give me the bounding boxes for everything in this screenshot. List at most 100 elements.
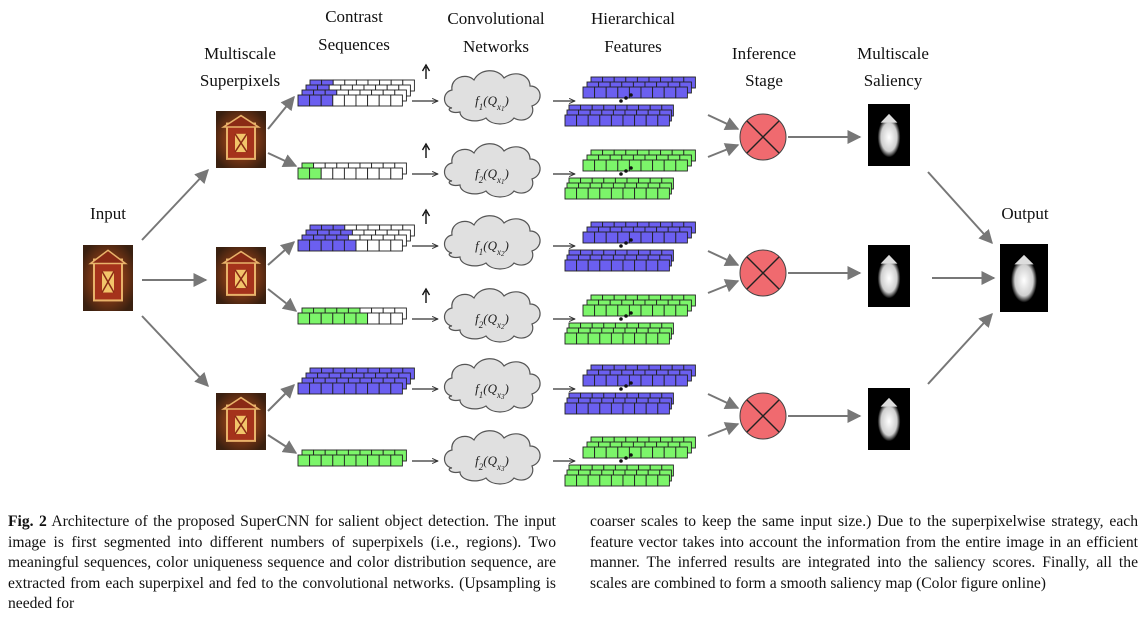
- label-multiscale-superpixels: Multiscale Superpixels: [200, 44, 280, 90]
- arrow-features-u-to-inference-2: [707, 250, 740, 267]
- conv-net-uniqueness-scale-3: f1(Qx3): [443, 358, 541, 413]
- uniqueness-features-scale-3-bottom-3: [564, 402, 670, 415]
- superpixel-image-scale-2: [216, 247, 266, 304]
- svg-text:Output: Output: [1001, 204, 1049, 223]
- arrow-features-u-to-inference-1: [707, 114, 740, 131]
- distribution-sequence-scale-2: [297, 307, 407, 325]
- arrow-superpixel-to-uniqueness-1: [267, 95, 295, 130]
- svg-text:Convolutional: Convolutional: [447, 9, 545, 28]
- distribution-features-scale-3-dot-2: [624, 456, 628, 460]
- conv-net-uniqueness-scale-2: f1(Qx2): [443, 215, 541, 270]
- upsample-arrow-distribution-1: [421, 142, 431, 158]
- distribution-features-scale-3-top-3: [582, 446, 688, 459]
- conv-net-uniqueness-scale-1: f1(Qx1): [443, 70, 541, 125]
- figure-caption: Fig. 2 Architecture of the proposed Supe…: [8, 512, 1138, 615]
- label-inference-stage: Inference Stage: [732, 44, 796, 90]
- conv-net-distribution-scale-3: f2(Qx3): [443, 430, 541, 485]
- uniqueness-features-scale-3: [564, 364, 696, 415]
- uniqueness-features-scale-2-dot-1: [619, 244, 623, 248]
- label-input: Input: [90, 204, 126, 223]
- distribution-features-scale-2-bottom-3: [564, 332, 670, 345]
- arrow-superpixel-to-distribution-2: [267, 288, 298, 312]
- caption-text-right: coarser scales to keep the same input si…: [590, 513, 1138, 592]
- distribution-sequence-scale-1-row-2: [297, 167, 403, 180]
- uniqueness-features-scale-2-bottom-3: [564, 259, 670, 272]
- conv-net-distribution-scale-1-label: f2(Qx1): [475, 166, 509, 186]
- upsample-arrow-distribution-2: [421, 287, 431, 303]
- svg-text:Input: Input: [90, 204, 126, 223]
- svg-text:Multiscale: Multiscale: [857, 44, 929, 63]
- svg-text:Stage: Stage: [745, 71, 783, 90]
- distribution-features-scale-1-bottom-3: [564, 187, 670, 200]
- uniqueness-features-scale-3-top-3: [582, 374, 688, 387]
- distribution-features-scale-2: [564, 294, 696, 345]
- distribution-sequence-scale-1: [297, 162, 407, 180]
- distribution-features-scale-1: [564, 149, 696, 200]
- uniqueness-features-scale-1-dot-3: [629, 93, 633, 97]
- inference-node-scale-2: [739, 249, 787, 297]
- caption-left-column: Fig. 2 Architecture of the proposed Supe…: [8, 512, 556, 615]
- arrow-superpixel-to-distribution-1: [267, 152, 298, 168]
- arrow-features-d-to-inference-2: [707, 279, 740, 294]
- arrow-superpixel-to-distribution-3: [267, 434, 298, 454]
- label-convolutional-networks: Convolutional Networks: [447, 9, 545, 56]
- arrow-superpixel-to-uniqueness-3: [267, 384, 295, 412]
- label-hierarchical-features: Hierarchical Features: [591, 9, 675, 56]
- svg-text:Features: Features: [604, 37, 662, 56]
- uniqueness-sequence-scale-1: [297, 79, 415, 107]
- uniqueness-features-scale-3-dot-3: [629, 381, 633, 385]
- uniqueness-sequence-scale-2: [297, 224, 415, 252]
- svg-text:Sequences: Sequences: [318, 35, 390, 54]
- svg-text:Networks: Networks: [463, 37, 529, 56]
- distribution-sequence-scale-3-row-2: [297, 454, 403, 467]
- distribution-features-scale-3-dot-3: [629, 453, 633, 457]
- caption-text-left: Architecture of the proposed SuperCNN fo…: [8, 513, 557, 612]
- svg-text:Contrast: Contrast: [325, 7, 383, 26]
- arrow-superpixel-to-uniqueness-2: [267, 241, 296, 266]
- uniqueness-features-scale-1-top-3: [582, 86, 688, 99]
- distribution-features-scale-1-dot-1: [619, 172, 623, 176]
- svg-text:Superpixels: Superpixels: [200, 71, 280, 90]
- distribution-features-scale-1-dot-3: [629, 166, 633, 170]
- conv-net-uniqueness-scale-1-label: f1(Qx1): [475, 93, 509, 113]
- upsample-arrow-uniqueness-1: [421, 63, 431, 79]
- architecture-diagram: Input Multiscale Superpixels Contrast Se…: [83, 7, 1049, 487]
- conv-net-distribution-scale-2: f2(Qx2): [443, 288, 541, 343]
- inference-node-scale-1: [739, 113, 787, 161]
- upsample-arrow-uniqueness-2: [421, 208, 431, 224]
- svg-text:Hierarchical: Hierarchical: [591, 9, 675, 28]
- input-image: [83, 245, 133, 311]
- uniqueness-features-scale-3-dot-2: [624, 384, 628, 388]
- superpixel-image-scale-3: [216, 393, 266, 450]
- connector-arrows: [141, 168, 996, 388]
- saliency-map-scale-1: [868, 104, 910, 166]
- distribution-features-scale-2-dot-2: [624, 314, 628, 318]
- conv-net-uniqueness-scale-2-label: f1(Qx2): [475, 238, 509, 258]
- saliency-map-scale-3: [868, 388, 910, 450]
- uniqueness-features-scale-3-dot-1: [619, 387, 623, 391]
- saliency-map-scale-2: [868, 245, 910, 307]
- distribution-features-scale-2-dot-1: [619, 317, 623, 321]
- svg-text:Inference: Inference: [732, 44, 796, 63]
- uniqueness-sequence-scale-3-row-4: [297, 382, 403, 395]
- uniqueness-features-scale-2-top-3: [582, 231, 688, 244]
- svg-text:Saliency: Saliency: [864, 71, 923, 90]
- conv-net-uniqueness-scale-3-label: f1(Qx3): [475, 381, 509, 401]
- uniqueness-features-scale-2-dot-3: [629, 238, 633, 242]
- uniqueness-features-scale-1-dot-1: [619, 99, 623, 103]
- uniqueness-features-scale-1: [564, 76, 696, 127]
- distribution-features-scale-2-top-3: [582, 304, 688, 317]
- label-output: Output: [1001, 204, 1049, 223]
- conv-net-distribution-scale-1: f2(Qx1): [443, 143, 541, 198]
- label-contrast-sequences: Contrast Sequences: [318, 7, 390, 54]
- label-multiscale-saliency: Multiscale Saliency: [857, 44, 929, 90]
- arrow-features-u-to-inference-3: [707, 393, 740, 410]
- uniqueness-features-scale-2-dot-2: [624, 241, 628, 245]
- conv-net-distribution-scale-3-label: f2(Qx3): [475, 453, 509, 473]
- inference-node-scale-3: [739, 392, 787, 440]
- distribution-sequence-scale-2-row-2: [297, 312, 403, 325]
- distribution-features-scale-3: [564, 436, 696, 487]
- arrow-features-d-to-inference-3: [707, 422, 740, 437]
- caption-label: Fig. 2: [8, 513, 47, 530]
- uniqueness-sequence-scale-2-row-4: [297, 239, 403, 252]
